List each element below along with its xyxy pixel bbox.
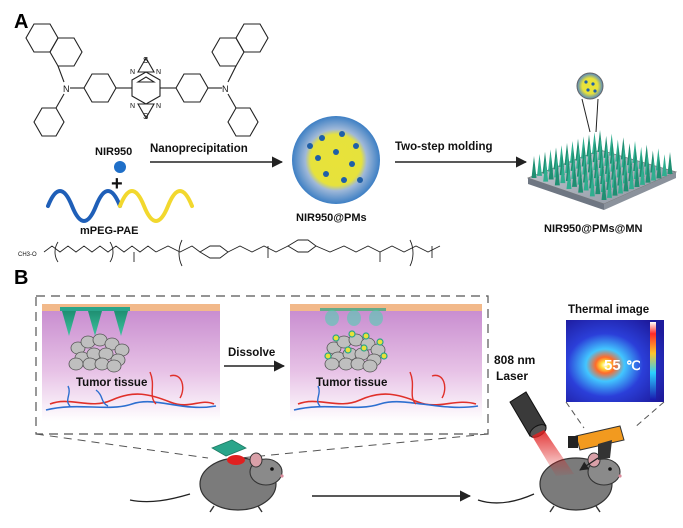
thermal-image [566,320,664,402]
laser-device-icon [509,391,547,438]
callout-line-left [581,98,591,133]
callout-dots [584,80,597,93]
microneedle [537,153,542,176]
released-micelle [332,334,340,342]
thermal-temperature: 55 [604,357,621,374]
released-micelle [348,330,356,338]
patch-name: NIR950@PMs@MN [544,223,643,235]
zoom-line-right [239,433,489,459]
callout-line-right [595,98,599,133]
released-micelle [362,332,370,340]
released-micelle [380,352,388,360]
tumor-cluster-right [324,330,388,373]
micelle [292,116,380,204]
thiadiazole-s-bottom: S [143,112,148,121]
amine-n-left: N [63,84,70,94]
dye-dot-icon [114,161,126,173]
nir950-structure [25,23,269,137]
polymer-structure [43,239,441,267]
microneedle [583,168,589,191]
thiadiazole-s-top: S [143,56,148,65]
tumor-cell [68,357,84,371]
thermal-line-left [565,401,585,429]
tumor-cell [94,357,110,371]
thermal-unit: ℃ [626,358,641,373]
microneedle [589,174,595,197]
tissue-label-left: Tumor tissue [76,377,147,389]
zoom-line-left [35,433,209,459]
released-micelle [344,346,352,354]
detail-frame [35,295,489,435]
tumor-cluster-left [68,333,130,373]
laser-wavelength: 808 nm [494,353,535,367]
released-micelle [324,352,332,360]
amine-n-right: N [222,84,229,94]
microneedle [640,162,645,185]
dye-name: NIR950 [95,146,132,158]
microneedle [548,157,554,180]
tumor-cell [106,359,122,373]
microneedle [560,161,566,184]
microneedle [601,178,607,200]
microneedle [656,156,662,179]
panel-b-label: B [14,267,28,289]
thiadiazole-n-1: N [130,69,135,76]
microneedle [595,172,601,195]
mouse-left [129,439,284,513]
thermal-camera-icon [568,425,625,460]
microneedle [543,159,549,182]
microneedle [607,175,612,198]
microneedle [662,154,667,177]
thermal-title: Thermal image [568,304,649,316]
microneedle [629,167,634,190]
plus-sign: + [111,173,123,195]
microneedle [645,160,651,183]
tissue-left [42,304,220,421]
pae-wave-icon [118,189,194,223]
panel-a-label: A [14,11,28,33]
microneedle [531,156,537,178]
callout-micelle [576,72,604,100]
laser-beam [532,430,574,476]
released-micelle [360,344,368,352]
tumor-cell [362,359,378,373]
tumor-cell [80,335,96,349]
dissolve-label: Dissolve [228,347,275,359]
camera-arrow [579,457,599,471]
polymer-name: mPEG-PAE [80,225,138,237]
microneedle [623,169,629,192]
microneedle [554,163,560,186]
thiadiazole-n-2: N [156,69,161,76]
tumor-cell [324,357,340,371]
tissue-right [290,304,482,421]
microneedle [667,152,673,174]
microneedle [618,171,623,194]
microneedle [572,164,577,187]
thermal-scale-bar [650,322,656,400]
thiadiazole-n-3: N [130,103,135,110]
microneedle [566,167,572,189]
step1-label: Nanoprecipitation [150,143,248,155]
peg-wave-icon [46,189,122,223]
microneedle [578,170,584,193]
microneedle-patch [526,130,678,210]
microneedle [634,165,640,187]
released-micelle [376,338,384,346]
thiadiazole-n-4: N [156,103,161,110]
methoxy-group: CH3-O [18,252,37,258]
microneedle [651,158,656,181]
laser-word: Laser [496,369,528,383]
step2-label: Two-step molding [395,141,493,153]
microneedle [612,173,618,196]
tissue-label-right: Tumor tissue [316,377,387,389]
thermal-line-right [633,401,665,429]
micelle-dots [307,131,363,183]
tumor-cell [350,357,366,371]
micelle-name: NIR950@PMs [296,212,367,224]
